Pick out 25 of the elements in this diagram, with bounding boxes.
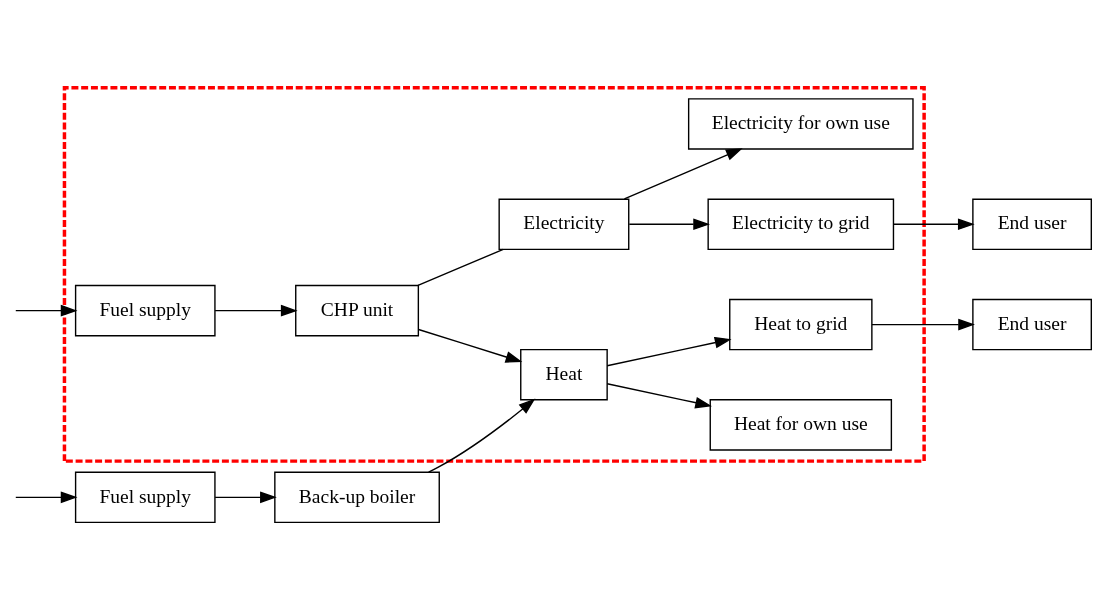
arrow <box>606 383 712 409</box>
node-box: Fuel supply <box>74 284 216 337</box>
arrow <box>214 491 277 504</box>
node-box: Heat to grid <box>729 298 873 351</box>
connector <box>417 248 504 287</box>
arrow <box>214 304 298 317</box>
arrow <box>893 218 975 231</box>
node-box: End user <box>972 298 1092 351</box>
node-box: Electricity to grid <box>707 198 895 251</box>
node-box: Fuel supply <box>74 471 216 524</box>
arrow <box>871 318 975 331</box>
node-box: Electricity <box>498 198 630 251</box>
node-box: End user <box>972 198 1092 251</box>
node-box: Back-up boiler <box>274 471 440 524</box>
arrow <box>606 336 732 367</box>
arrow <box>15 304 78 317</box>
node-box: Electricity for own use <box>687 98 914 150</box>
arrow <box>15 491 78 504</box>
node-box: Heat for own use <box>709 399 893 451</box>
arrow <box>628 218 710 231</box>
node-box: CHP unit <box>295 284 420 337</box>
arrow <box>417 328 523 363</box>
arrow <box>427 398 536 473</box>
arrow <box>623 148 743 200</box>
node-box: Heat <box>520 348 608 401</box>
